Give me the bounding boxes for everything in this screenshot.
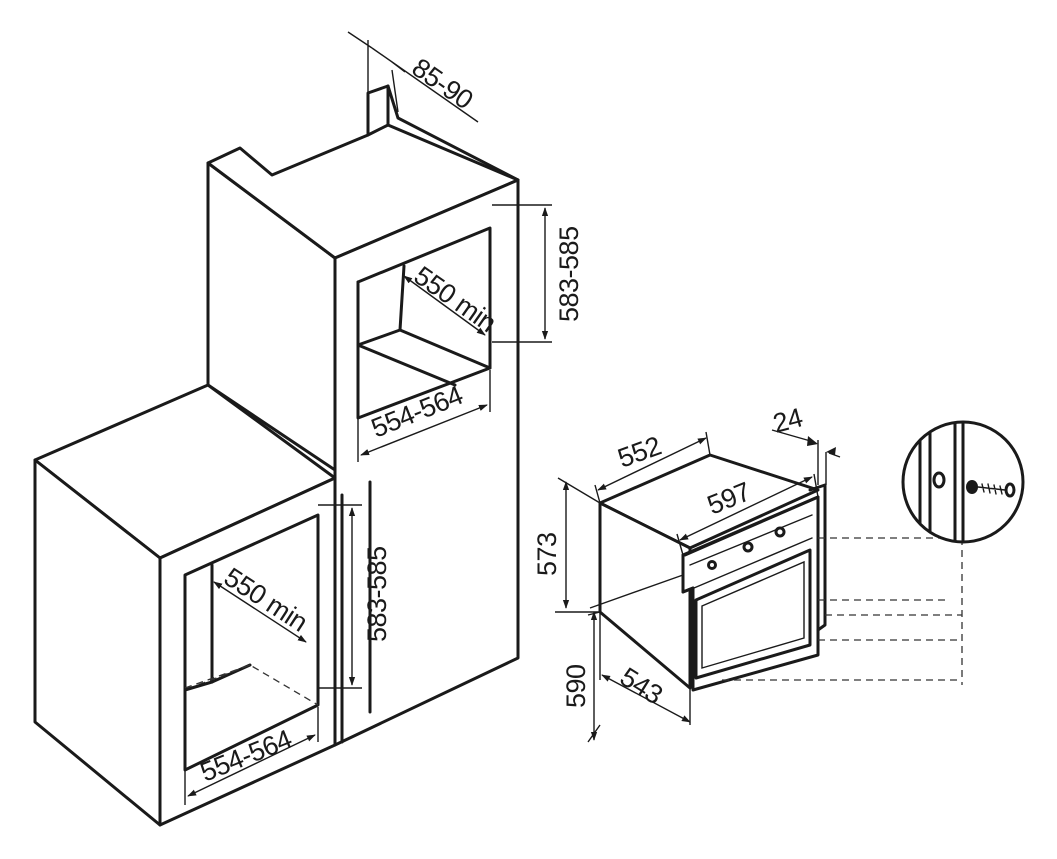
dim-597-line	[679, 476, 813, 541]
dim-lower-width-line	[187, 734, 316, 797]
dim-lower-height-label: 583-585	[362, 546, 392, 642]
detail-screw-thread	[977, 483, 1006, 495]
dim-85-90-label: 85-90	[407, 52, 479, 115]
screw-detail	[722, 420, 1025, 685]
dim-543-label: 543	[615, 662, 668, 711]
oven-door-window	[701, 560, 805, 669]
dim-24-arrows	[807, 436, 836, 455]
upper-niche-floor	[398, 328, 492, 370]
dim-upper-height-extension	[492, 204, 552, 343]
oven	[598, 453, 827, 692]
dim-upper-width-line	[360, 404, 488, 456]
dim-24-label: 24	[770, 402, 806, 439]
dim-573-label: 573	[532, 532, 562, 576]
lower-niche-floor-edge	[183, 680, 214, 692]
oven-rear-trim	[808, 483, 827, 632]
dim-552-label: 552	[614, 431, 665, 474]
detail-screw-tip	[1004, 482, 1016, 498]
detail-screw-head	[966, 480, 978, 494]
dim-85-90-extension	[347, 31, 406, 113]
dim-543-line	[601, 674, 691, 723]
dim-24-extension	[817, 440, 827, 485]
top-rear-edge	[386, 123, 520, 182]
dim-upper-depth-line	[403, 275, 486, 336]
dim-upper-width-extension	[357, 370, 491, 462]
dim-552-extension	[594, 431, 711, 504]
dim-lower-height-extension	[318, 504, 362, 689]
detail-panel-edges	[918, 422, 965, 542]
dim-lower-depth-line	[213, 581, 307, 643]
oven-door	[694, 548, 812, 680]
lower-niche-floor-hidden	[184, 664, 319, 706]
upper-niche-back	[356, 264, 406, 347]
lower-side-panel	[340, 480, 372, 744]
upper-niche-floor-front	[356, 343, 457, 387]
dim-upper-height-label: 583-585	[554, 226, 584, 322]
oven-knob-1	[707, 560, 717, 570]
oven-knob-2	[742, 541, 754, 553]
dim-85-90-line	[371, 47, 479, 123]
dim-24-line	[771, 429, 841, 458]
dim-552-line	[597, 437, 707, 491]
dim-597-extension	[676, 473, 819, 556]
detail-hole	[932, 471, 946, 489]
dim-lower-width-extension	[184, 707, 319, 805]
dim-590-label: 590	[561, 664, 591, 708]
